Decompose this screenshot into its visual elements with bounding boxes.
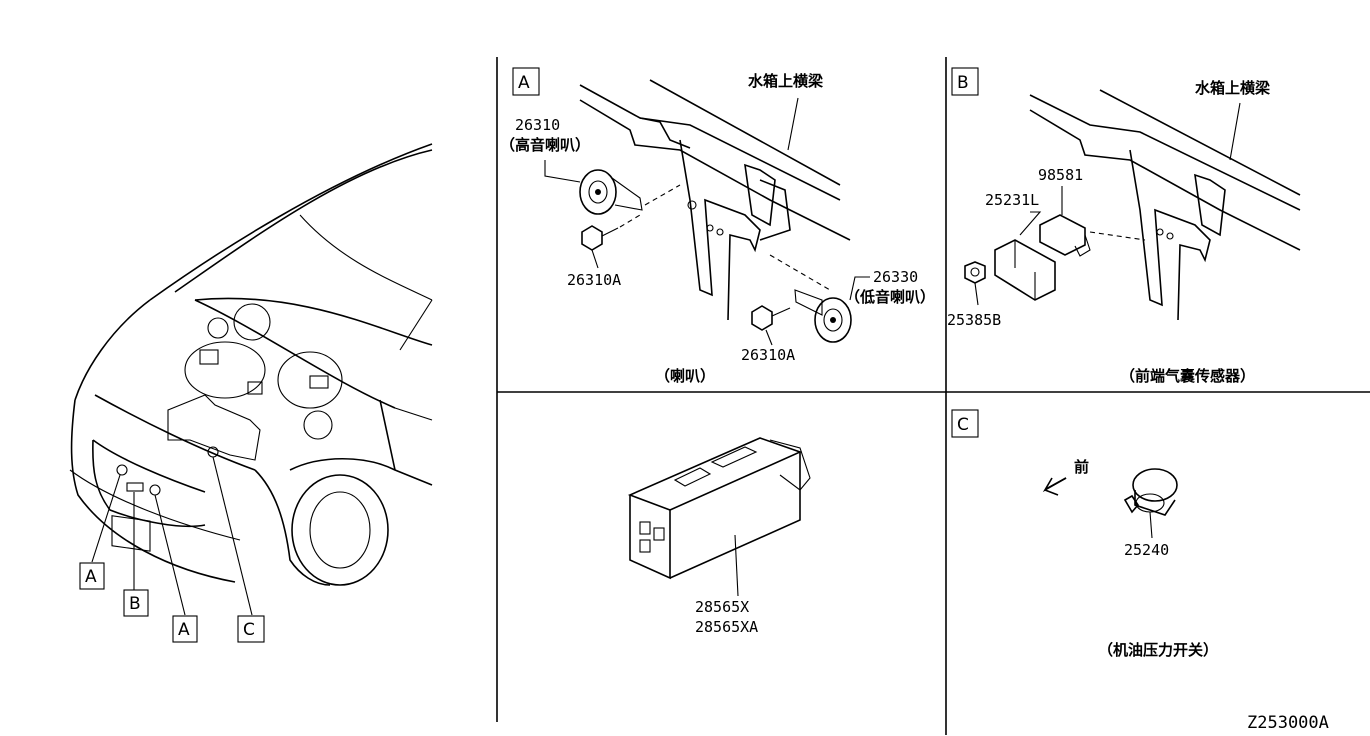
bolt-part-2: 26310A	[741, 346, 795, 364]
panel-c-caption: （机油压力开关）	[1098, 641, 1218, 659]
panel-a: A 水箱上横梁 26310 （高音喇叭） 26310A	[500, 67, 935, 385]
low-horn-part: 26330	[873, 268, 918, 286]
panel-b-caption: （前端气囊传感器）	[1120, 367, 1255, 385]
module-part-2: 28565XA	[695, 618, 758, 636]
sensor-part: 98581	[1038, 166, 1083, 184]
panel-a-beam-label: 水箱上横梁	[748, 72, 824, 90]
panel-c-letter: C	[957, 415, 969, 435]
low-horn-name: （低音喇叭）	[845, 288, 935, 306]
callout-a-1: A	[85, 567, 97, 587]
panel-frames	[496, 57, 1370, 735]
panel-b-beam-label: 水箱上横梁	[1195, 79, 1271, 97]
nut-part: 25385B	[947, 311, 1001, 329]
front-label: 前	[1074, 458, 1089, 476]
panel-module: 28565X 28565XA	[627, 437, 811, 636]
panel-a-letter: A	[518, 73, 530, 93]
panel-a-caption: （喇叭）	[655, 367, 715, 385]
panel-b-letter: B	[957, 73, 969, 93]
high-horn-name: （高音喇叭）	[500, 136, 590, 154]
car-overview: A B A C	[69, 143, 433, 643]
callout-a-2: A	[178, 620, 190, 640]
high-horn-part: 26310	[515, 116, 560, 134]
callout-c: C	[243, 620, 255, 640]
panel-b: B 水箱上横梁 98581 25231L 25385B （前端气囊传感器）	[947, 67, 1301, 385]
bolt-part-1: 26310A	[567, 271, 621, 289]
diagram-id: Z253000A	[1247, 713, 1329, 733]
callout-b: B	[129, 594, 141, 614]
module-part-1: 28565X	[695, 598, 749, 616]
switch-part: 25240	[1124, 541, 1169, 559]
panel-c: C 前 25240 （机油压力开关）	[951, 409, 1218, 659]
bracket-part: 25231L	[985, 191, 1039, 209]
